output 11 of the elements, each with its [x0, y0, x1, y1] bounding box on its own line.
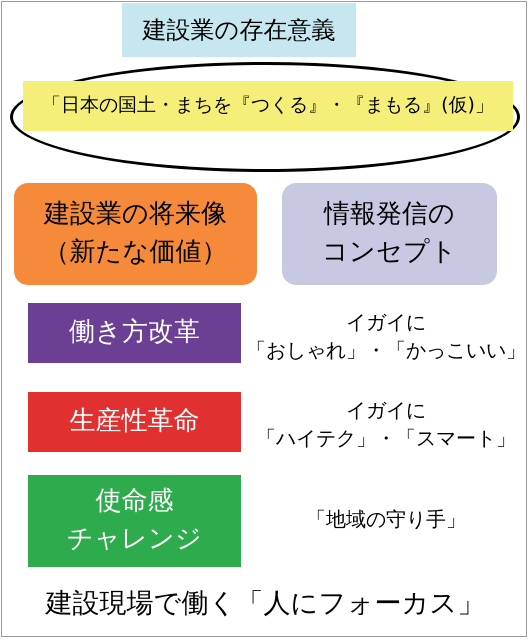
category-box: 建設業の将来像（新たな価値）	[14, 183, 257, 285]
concept-text: イガイに「おしゃれ」・「かっこいい」	[245, 309, 527, 364]
theme-box: 働き方改革	[28, 303, 241, 363]
theme-box: 生産性革命	[28, 392, 241, 452]
concept-text: イガイに「ハイテク」・「スマート」	[255, 397, 517, 452]
theme-box: 使命感チャレンジ	[28, 475, 241, 567]
caption: 建設現場で働く「人にフォーカス」	[44, 587, 486, 621]
title-box: 建設業の存在意義	[122, 3, 356, 57]
category-box: 情報発信のコンセプト	[282, 183, 497, 285]
concept-text: 「地域の守り手」	[305, 506, 467, 533]
banner-band: 「日本の国土・まちを『つくる』・『まもる』(仮)」	[23, 81, 513, 131]
